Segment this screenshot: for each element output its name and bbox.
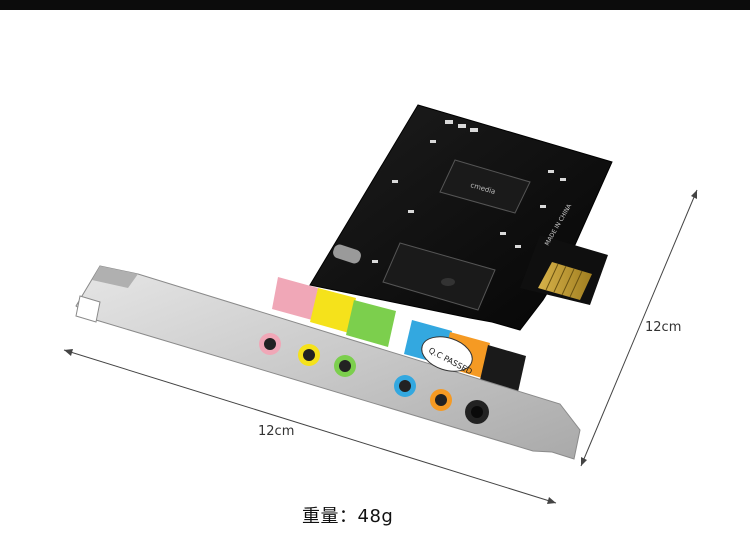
- gold-fingers: [538, 262, 592, 300]
- weight-label: 重量：48g: [302, 506, 394, 527]
- smd-components: [372, 120, 566, 263]
- bridge-chip: [382, 242, 496, 311]
- dimension-line-width: [63, 349, 557, 504]
- jack-green: [334, 355, 356, 377]
- jack-blue: [394, 375, 416, 397]
- jack-housing-yellow: [310, 288, 356, 333]
- jack-yellow: [298, 344, 320, 366]
- jack-black: [465, 400, 489, 424]
- jack-orange: [430, 389, 452, 411]
- metal-bracket: [75, 265, 581, 460]
- jack-housing-green: [346, 300, 396, 347]
- height-dimension-label: 12cm: [645, 320, 682, 335]
- jack-pink: [259, 333, 281, 355]
- dimension-line-height: [580, 189, 698, 467]
- pcb-board: cmedia MADE IN CHINA: [309, 104, 613, 331]
- main-chip: cmedia: [439, 159, 531, 214]
- jack-housing-black: [480, 345, 526, 392]
- top-bar: [0, 0, 750, 10]
- jack-housing-pink: [272, 277, 318, 320]
- qc-sticker: Q.C PASSED: [421, 336, 474, 376]
- audio-jacks: [259, 333, 489, 424]
- width-dimension-label: 12cm: [258, 424, 295, 439]
- crystal: [333, 244, 361, 264]
